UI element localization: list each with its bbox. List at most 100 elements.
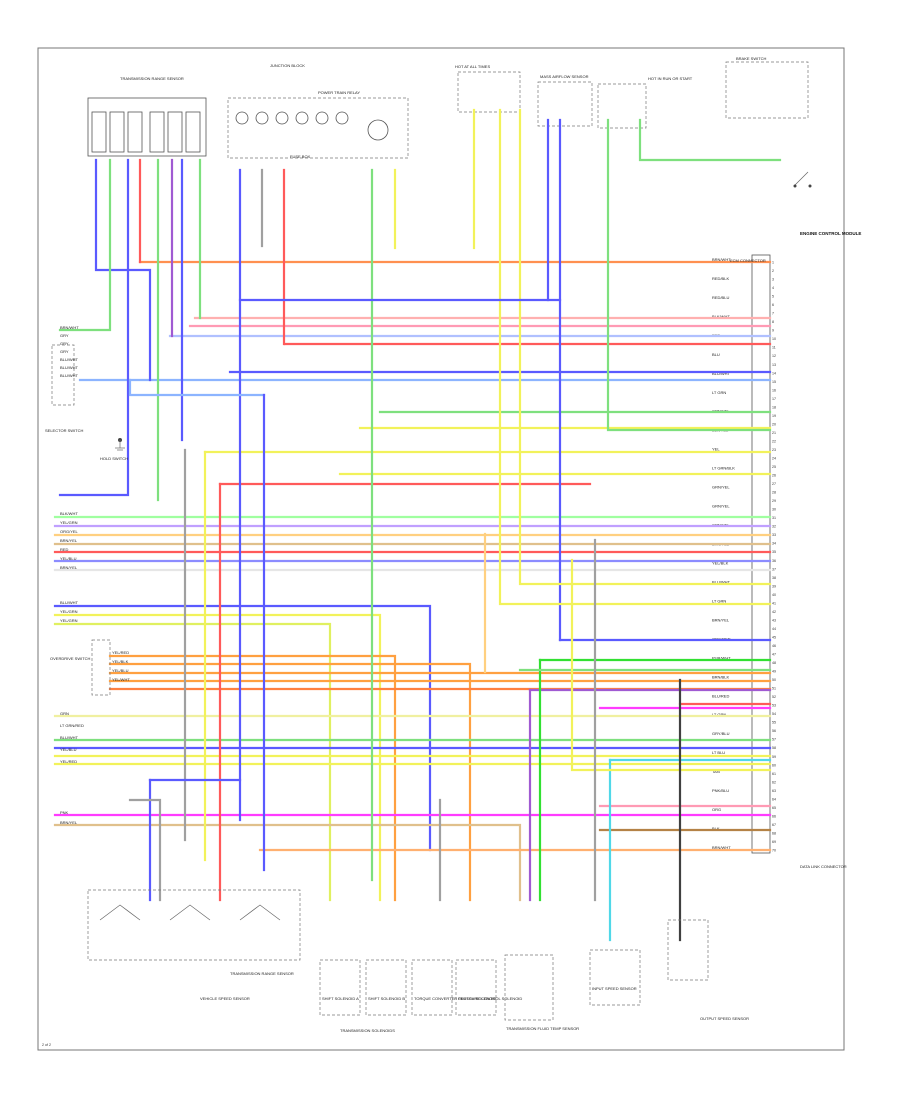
selector-switch-label: SELECTOR SWITCH: [45, 428, 83, 433]
right-wire-tag: LT GRN: [712, 598, 726, 603]
ecm-pin-number: 30: [772, 508, 776, 512]
overdrive-switch-label: OVERDRIVE SWITCH: [50, 656, 91, 661]
right-wire-tag: PUR/WHT: [712, 655, 731, 660]
ecm-pin-number: 49: [772, 670, 776, 674]
ecm-pin-number: 17: [772, 397, 776, 401]
right-wire-tag: TAN: [712, 769, 720, 774]
left-wire-tag: BLU/WHT: [60, 735, 79, 740]
overdrive-switch: OVERDRIVE SWITCH: [50, 639, 111, 696]
hot-in-run-fuse: HOT IN RUN OR START: [597, 76, 693, 129]
left-wire-tag: BRN/YEL: [60, 820, 78, 825]
selector-switch: SELECTOR SWITCH: [45, 344, 83, 433]
ecm-pin-number: 33: [772, 533, 776, 537]
ecm-pin-number: 4: [772, 286, 774, 290]
ecm-pin-number: 7: [772, 312, 774, 316]
hot-at-all-times-label: HOT AT ALL TIMES: [455, 64, 490, 69]
left-wire-tag: YEL/BLU: [112, 668, 129, 673]
ecm-pin-number: 62: [772, 780, 776, 784]
ecm-pin-number: 55: [772, 721, 776, 725]
right-wire-tag: BLU/WHT: [712, 579, 731, 584]
right-wire-tag: BLU/WHT: [712, 371, 731, 376]
left-wire-tag: BRN/WHT: [60, 325, 79, 330]
ecm-connector-label: ECM CONNECTOR: [730, 258, 766, 263]
right-wire-tag: GRN/YEL: [712, 485, 730, 490]
ecm-pin-number: 56: [772, 729, 776, 733]
right-wire-tag: LT BLU: [712, 750, 725, 755]
output-speed-sensor: OUTPUT SPEED SENSOR: [667, 919, 749, 1021]
ecm-pin-number: 6: [772, 303, 774, 307]
ecm-connector: [751, 254, 771, 854]
right-wire-tag: BLU/RED: [712, 693, 729, 698]
ecm-pin-number: 64: [772, 797, 776, 801]
left-wire-tag: BLU/WHT: [60, 365, 79, 370]
left-wire-tag: BLU/WHT: [60, 357, 79, 362]
right-wire-tag: RED/BLU: [712, 295, 729, 300]
ecm-pin-number: 35: [772, 550, 776, 554]
ecm-pin-number: 13: [772, 363, 776, 367]
mass-airflow-label: MASS AIRFLOW SENSOR: [540, 74, 589, 79]
ecm-pin-number: 58: [772, 746, 776, 750]
left-wire-tag: GRY: [60, 333, 69, 338]
right-wire-tag: BRN/BLK: [712, 674, 729, 679]
ecm-pin-number: 70: [772, 849, 776, 853]
ecm-label: ENGINE CONTROL MODULE: [800, 231, 861, 236]
ecm-pin-number: 48: [772, 661, 776, 665]
ecm-pin-labels: 1234567891011121314151617181920212223242…: [772, 261, 776, 853]
tr-range-switch-bottom: TRANSMISSION RANGE SENSOR: [87, 889, 301, 976]
diagram-border: [37, 47, 845, 1051]
left-wire-tag: GRN: [60, 711, 69, 716]
ecm-pin-number: 36: [772, 559, 776, 563]
ecm-pin-number: 14: [772, 371, 776, 375]
ecm-pin-number: 23: [772, 448, 776, 452]
left-wire-tag: YEL/RED: [112, 650, 129, 655]
ecm-pin-number: 42: [772, 610, 776, 614]
tft-sensor-label: TRANSMISSION FLUID TEMP SENSOR: [506, 1026, 579, 1031]
tft-sensor: TRANSMISSION FLUID TEMP SENSOR: [504, 954, 579, 1031]
hold-switch: HOLD SWITCH: [100, 438, 128, 461]
ecm-pin-number: 69: [772, 840, 776, 844]
solenoid-b: SHIFT SOLENOID B: [365, 959, 407, 1016]
input-speed-label: INPUT SPEED SENSOR: [592, 986, 637, 991]
solenoid-tcc: TORQUE CONVERTER CLUTCH SOLENOID: [411, 959, 496, 1016]
solenoid-tcc-label: TORQUE CONVERTER CLUTCH SOLENOID: [414, 996, 496, 1001]
solenoid-a: SHIFT SOLENOID A: [319, 959, 361, 1016]
right-wire-tag: LT GRN/BLK: [712, 466, 735, 471]
ecm-pin-number: 28: [772, 491, 776, 495]
right-wire-tag: BRN/WHT: [712, 845, 731, 850]
solenoid-pc-label: PRESSURE CONTROL SOLENOID: [458, 996, 522, 1001]
ecm-pin-number: 67: [772, 823, 776, 827]
input-speed-sensor: INPUT SPEED SENSOR: [589, 949, 641, 1006]
tr-range-sensor-label: TRANSMISSION RANGE SENSOR: [120, 76, 184, 81]
ground-symbol: [115, 440, 125, 451]
ecm-pin-number: 40: [772, 593, 776, 597]
fuse-box-label: FUSE BOX: [290, 154, 311, 159]
ecm-pin-number: 19: [772, 414, 776, 418]
right-wire-tag: ORG: [712, 807, 721, 812]
left-wire-tag: BRN/YEL: [60, 565, 78, 570]
right-wire-tag: BLK: [712, 826, 720, 831]
ecm-pin-number: 44: [772, 627, 776, 631]
left-wire-tags: BRN/WHTGRYGRYGRYBLU/WHTBLU/WHTBLU/WHTBLK…: [60, 325, 130, 825]
ecm-pin-number: 66: [772, 814, 776, 818]
right-wire-tag: GRY/BLU: [712, 731, 730, 736]
ecm-pin-number: 21: [772, 431, 776, 435]
left-wire-tag: GRY: [60, 341, 69, 346]
hot-at-all-times-fuse: HOT AT ALL TIMES: [455, 64, 521, 113]
left-wire-tag: ORG/YEL: [60, 529, 79, 534]
hot-in-run-label: HOT IN RUN OR START: [648, 76, 693, 81]
left-wire-tag: YEL/WHT: [112, 677, 130, 682]
left-wire-tag: YEL/RED: [60, 759, 77, 764]
ecm-pin-number: 11: [772, 346, 776, 350]
ecm-pin-number: 45: [772, 635, 776, 639]
ecm-pin-number: 37: [772, 567, 776, 571]
ecm-pin-number: 10: [772, 337, 776, 341]
ecm-pin-number: 27: [772, 482, 776, 486]
right-wire-tag: PNK/BLU: [712, 788, 729, 793]
right-wire-tag: BLK/WHT: [712, 314, 730, 319]
ecm-pin-number: 59: [772, 755, 776, 759]
ecm-pin-number: 26: [772, 474, 776, 478]
right-wire-tag: LT GRN: [712, 390, 726, 395]
left-wire-tag: YEL/BLU: [60, 556, 77, 561]
ecm-pin-number: 3: [772, 278, 774, 282]
hold-switch-label: HOLD SWITCH: [100, 456, 128, 461]
